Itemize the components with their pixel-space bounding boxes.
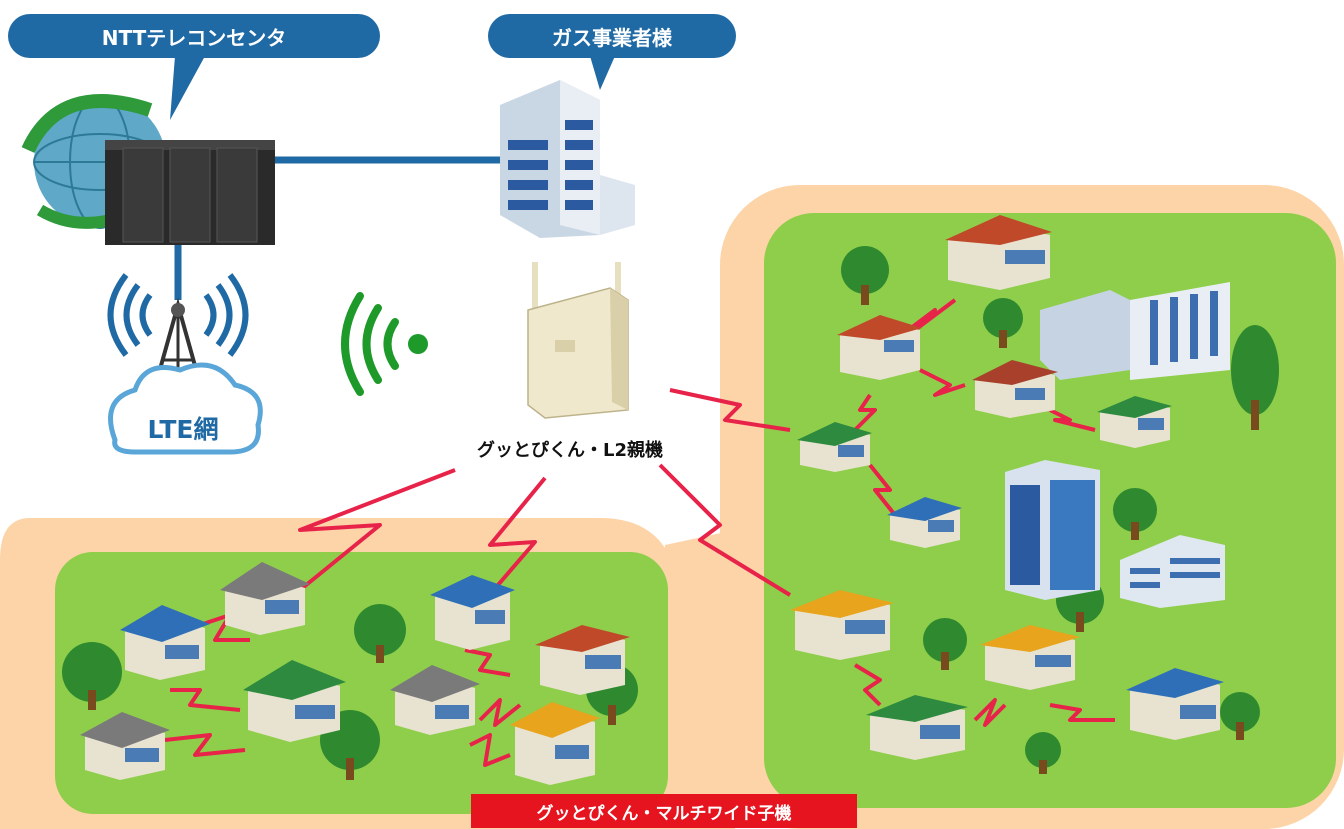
wireless-signal-icon: [341, 292, 428, 396]
tree-icon: [1025, 732, 1061, 774]
house-icon: [797, 422, 872, 472]
lte-network-label: LTE網: [147, 415, 219, 444]
house-icon: [866, 695, 968, 760]
ntt-bubble-tail: [170, 56, 205, 120]
wireless-links: [164, 298, 1115, 767]
gas-company-label: ガス事業者様: [488, 14, 736, 58]
house-icon: [790, 590, 894, 660]
house-icon: [510, 702, 600, 785]
house-icon: [837, 315, 922, 380]
tree-icon: [923, 618, 967, 670]
gas-bubble-tail: [590, 56, 615, 90]
house-icon: [243, 660, 346, 742]
house-icon: [972, 360, 1058, 418]
tree-icon: [1231, 325, 1279, 430]
houses: [80, 215, 1224, 785]
cloud-icon: [108, 362, 263, 455]
network-lines: [174, 156, 500, 300]
office-building-icon: [1005, 460, 1100, 600]
house-icon: [1126, 668, 1224, 740]
house-icon: [980, 625, 1080, 690]
house-icon: [1097, 396, 1172, 448]
house-icon: [390, 665, 480, 735]
trees: [62, 246, 1279, 780]
tree-icon: [841, 246, 889, 305]
tree-icon: [1220, 692, 1260, 740]
house-icon: [535, 625, 630, 695]
house-icon: [120, 605, 210, 680]
ntt-center-label: NTTテレコンセンタ: [8, 14, 380, 58]
house-icon: [220, 562, 310, 635]
tree-icon: [1113, 488, 1157, 540]
office-building-icon: [1120, 535, 1225, 608]
tree-icon: [354, 604, 406, 663]
office-building-icon: [1040, 282, 1230, 380]
gateway-device-icon: [527, 262, 629, 419]
office-building-icon: [500, 80, 635, 238]
tree-icon: [983, 298, 1023, 348]
house-icon: [80, 712, 170, 780]
parent-unit-label: グッとぴくん・L2親機: [477, 440, 663, 461]
house-icon: [430, 575, 515, 650]
child-unit-label: グッとぴくん・マルチワイド子機: [471, 794, 857, 828]
tree-icon: [62, 642, 122, 710]
server-rack-icon: [105, 140, 275, 245]
house-icon: [887, 497, 962, 548]
house-icon: [945, 215, 1052, 290]
